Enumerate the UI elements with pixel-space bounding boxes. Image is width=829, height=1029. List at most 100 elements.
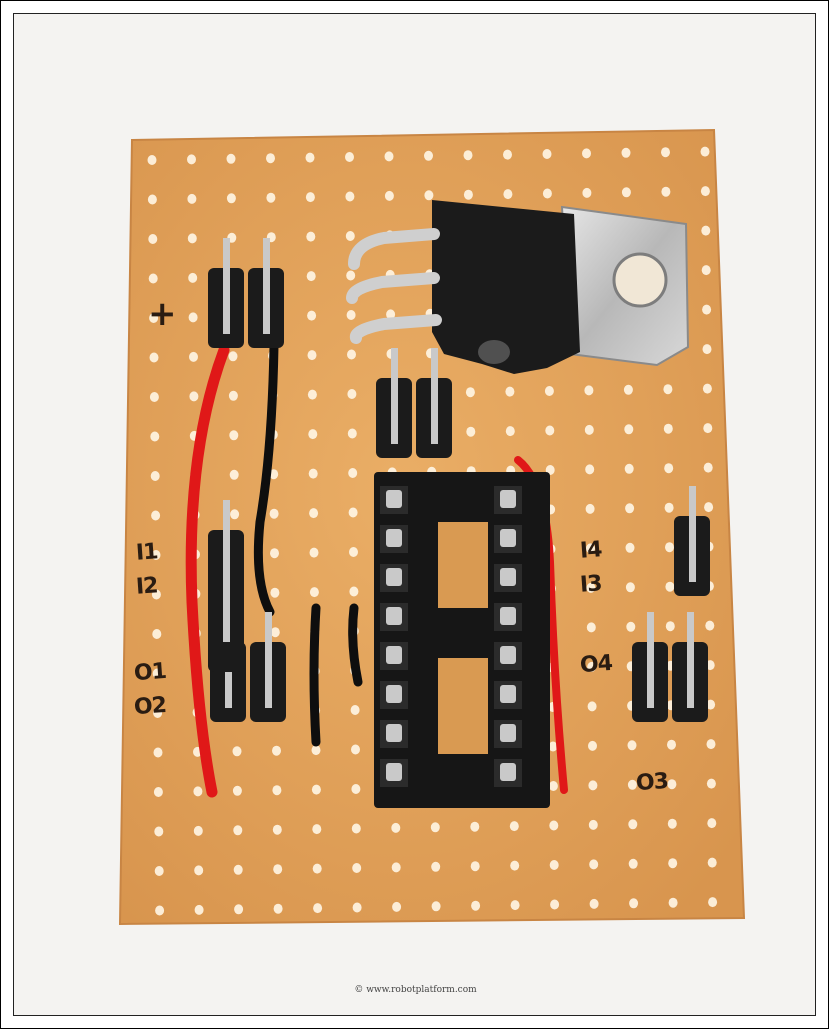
board-hole (703, 423, 713, 434)
board-hole (431, 901, 441, 912)
board-hole (629, 898, 639, 909)
label-i2: I2 (135, 573, 159, 600)
board-hole (308, 429, 318, 440)
board-hole (188, 312, 198, 323)
board-hole (706, 778, 716, 789)
board-hole (151, 589, 161, 600)
board-hole (584, 385, 594, 396)
board-hole (149, 392, 159, 402)
board-hole (313, 903, 323, 914)
board-hole (194, 904, 204, 915)
board-hole (229, 469, 239, 480)
board-hole (701, 225, 711, 236)
board-hole (193, 786, 203, 797)
board-hole (705, 620, 715, 631)
board-hole (154, 826, 164, 837)
board-hole (702, 304, 712, 315)
board-hole (544, 386, 554, 396)
pin-header (632, 612, 708, 722)
socket-contact (500, 490, 516, 508)
board-hole (702, 344, 712, 355)
board-hole (707, 857, 717, 868)
board-hole (266, 153, 275, 164)
board-hole (148, 273, 158, 284)
board-hole (664, 502, 674, 513)
board-hole (270, 548, 279, 559)
board-hole (392, 901, 402, 912)
board-hole (306, 231, 316, 242)
board-hole (585, 464, 595, 475)
board-hole (627, 740, 637, 751)
board-hole (588, 819, 598, 830)
label-o3: O3 (635, 768, 669, 797)
board-hole (351, 744, 360, 755)
socket-contact (500, 685, 516, 703)
board-hole (700, 186, 710, 197)
board-hole (152, 629, 162, 639)
board-hole (345, 231, 355, 241)
board-hole (270, 627, 280, 638)
label-i3: I3 (579, 571, 603, 598)
board-hole (589, 898, 599, 909)
board-hole (589, 859, 599, 870)
board-hole (305, 152, 315, 163)
regulator-tab-hole (612, 252, 668, 308)
board-hole (545, 465, 555, 475)
header-pin (431, 348, 438, 444)
board-hole (188, 272, 198, 283)
board-hole (667, 739, 676, 750)
board-hole (665, 581, 675, 592)
socket-contact (386, 685, 402, 703)
socket-contact (386, 490, 402, 508)
board-hole (621, 147, 631, 158)
board-hole (584, 424, 594, 435)
board-hole (707, 818, 717, 829)
board-hole (153, 708, 163, 718)
board-hole (582, 187, 592, 198)
board-hole (466, 426, 476, 437)
board-hole (273, 864, 283, 875)
board-hole (703, 462, 713, 473)
label-i1: I1 (135, 539, 159, 566)
board-hole (312, 824, 322, 835)
board-hole (347, 389, 357, 399)
board-hole (661, 186, 671, 197)
board-hole (708, 897, 718, 908)
socket-contact (500, 646, 516, 664)
board-hole (347, 349, 356, 360)
board-hole (266, 192, 276, 203)
board-hole (582, 148, 591, 159)
board-hole (306, 271, 316, 282)
board-hole (586, 543, 595, 554)
board-hole (509, 821, 519, 832)
board-hole (232, 785, 242, 796)
board-hole (350, 705, 360, 715)
board-hole (549, 860, 559, 870)
board-hole (668, 897, 678, 908)
board-hole (347, 428, 357, 439)
board-hole (470, 861, 480, 872)
board-hole (549, 820, 559, 831)
board-hole (187, 233, 197, 244)
board-hole (193, 825, 203, 836)
board-hole (510, 900, 520, 911)
board-hole (147, 155, 157, 165)
board-hole (308, 468, 318, 479)
board-hole (226, 153, 236, 164)
label-o4: O4 (579, 650, 613, 679)
board-hole (503, 189, 513, 200)
board-hole (625, 503, 635, 514)
board-hole (463, 189, 473, 200)
board-hole (349, 586, 359, 597)
ic-socket-window-bottom (438, 658, 488, 754)
board-hole (668, 858, 678, 869)
board-hole (155, 905, 165, 916)
socket-contact (500, 529, 516, 547)
board-hole (229, 430, 239, 441)
board-hole (352, 863, 362, 873)
socket-contact (500, 607, 516, 625)
label-o1: O1 (133, 658, 167, 687)
board-hole (548, 781, 558, 791)
ic-socket-contacts (380, 486, 522, 787)
board-hole (348, 468, 358, 478)
